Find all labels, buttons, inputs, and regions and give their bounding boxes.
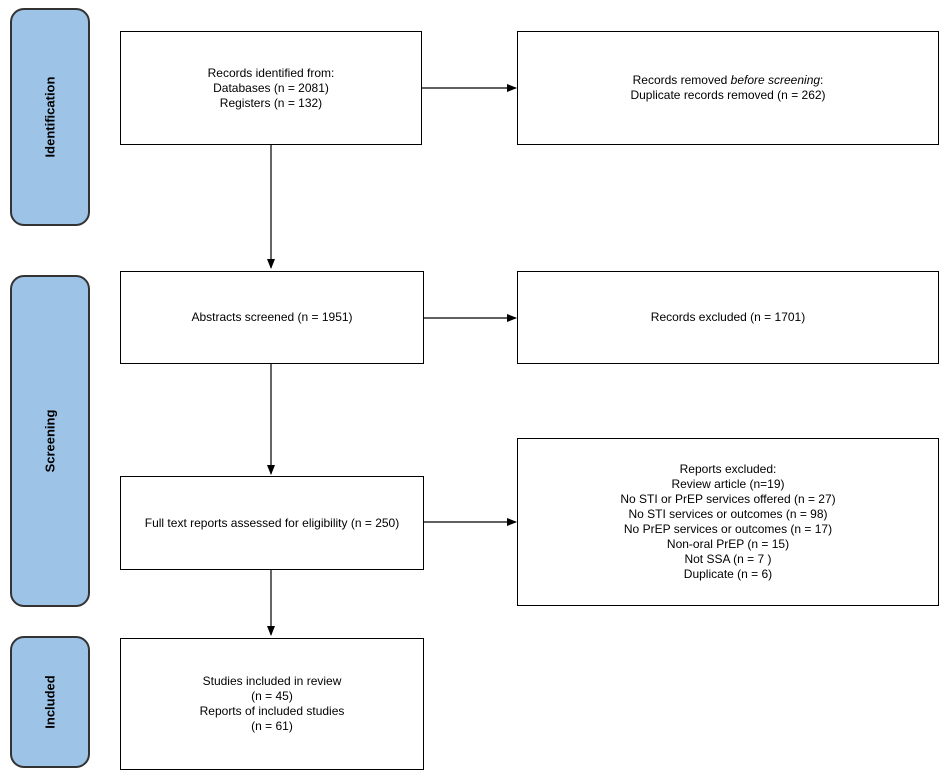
records-identified-title: Records identified from: bbox=[207, 65, 335, 80]
exclusion-reason: Review article (n=19) bbox=[671, 477, 785, 491]
exclusion-reason: No STI or PrEP services offered (n = 27) bbox=[620, 492, 836, 506]
exclusion-reason: Non-oral PrEP (n = 15) bbox=[666, 537, 790, 551]
reports-excluded-box: Reports excluded: Review article (n=19) … bbox=[517, 438, 939, 606]
phase-identification: Identification bbox=[10, 8, 90, 226]
studies-included-label: Studies included in review bbox=[202, 674, 342, 688]
full-text-reports-box: Full text reports assessed for eligibili… bbox=[120, 476, 424, 570]
studies-included-box: Studies included in review (n = 45) Repo… bbox=[120, 638, 424, 770]
phase-included: Included bbox=[10, 636, 90, 768]
phase-screening: Screening bbox=[10, 275, 90, 607]
reports-included-label: Reports of included studies bbox=[199, 704, 345, 718]
records-identified-box: Records identified from: Databases (n = … bbox=[120, 31, 422, 145]
duplicates-removed-count: Duplicate records removed (n = 262) bbox=[630, 88, 826, 102]
abstracts-screened-label: Abstracts screened (n = 1951) bbox=[191, 310, 353, 324]
exclusion-reason: No STI services or outcomes (n = 98) bbox=[628, 507, 828, 521]
reports-excluded-title: Reports excluded: bbox=[679, 462, 777, 476]
full-text-reports-label: Full text reports assessed for eligibili… bbox=[144, 515, 400, 530]
studies-included-count: (n = 45) bbox=[251, 689, 293, 703]
records-excluded-label: Records excluded (n = 1701) bbox=[650, 310, 806, 324]
exclusion-reason: Duplicate (n = 6) bbox=[683, 567, 773, 581]
records-removed-title: Records removed before screening: bbox=[632, 73, 824, 87]
records-removed-box: Records removed before screening: Duplic… bbox=[517, 31, 939, 145]
registers-count: Registers (n = 132) bbox=[219, 95, 323, 110]
exclusion-reason: Not SSA (n = 7 ) bbox=[684, 552, 772, 566]
records-excluded-box: Records excluded (n = 1701) bbox=[517, 271, 939, 364]
exclusion-reason: No PrEP services or outcomes (n = 17) bbox=[623, 522, 833, 536]
databases-count: Databases (n = 2081) bbox=[213, 80, 329, 95]
abstracts-screened-box: Abstracts screened (n = 1951) bbox=[120, 271, 424, 364]
reports-included-count: (n = 61) bbox=[251, 719, 293, 733]
